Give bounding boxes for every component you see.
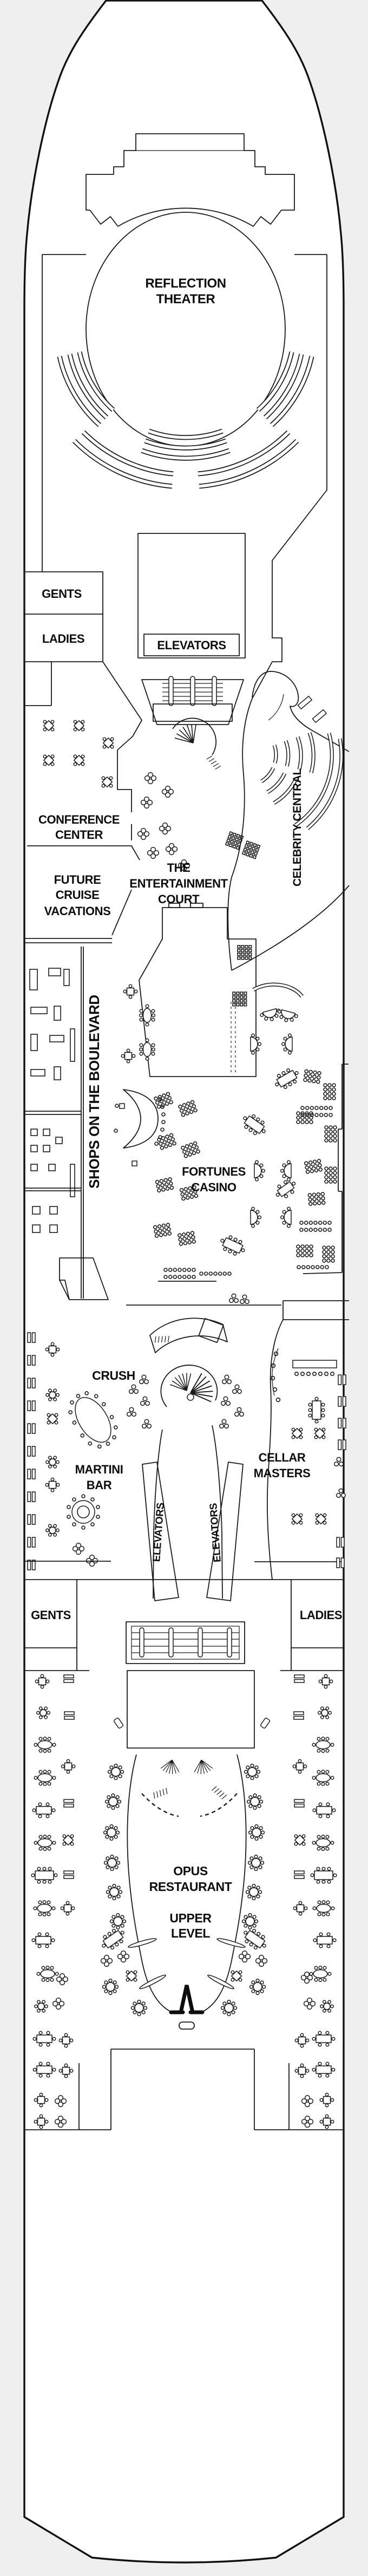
midship-restrooms: GENTS LADIES (24, 1579, 344, 1671)
opus-restaurant: OPUS RESTAURANT UPPER LEVEL (24, 1670, 344, 2130)
ladies-midship-label: LADIES (300, 1608, 342, 1622)
reflection-theater-label-line1: REFLECTION (145, 276, 226, 291)
fortunes-casino: FORTUNES CASINO (114, 982, 349, 1320)
celebrity-central: CELEBRITY CENTRAL (227, 671, 350, 971)
entertainment-court-label-line1: THE (167, 861, 190, 875)
martini-bar-label-line2: BAR (87, 1478, 112, 1492)
reflection-theater: REFLECTION THEATER (42, 133, 327, 699)
opus-label-line2: RESTAURANT (149, 1880, 232, 1894)
martini-bar-label-line1: MARTINI (75, 1463, 123, 1476)
entertainment-court-label-line3: COURT (158, 892, 200, 906)
cellar-masters: CELLAR MASTERS (254, 1319, 346, 1580)
opus-stage (127, 1670, 255, 1749)
gents-forward-label: GENTS (42, 587, 82, 601)
gents-midship-label: GENTS (31, 1608, 71, 1622)
future-cruise-vacations: FUTURE CRUISE VACATIONS (24, 873, 132, 943)
boulevard-kiosk (59, 1257, 109, 1300)
fortunes-casino-label-line1: FORTUNES (182, 1165, 246, 1178)
shops-label: SHOPS ON THE BOULEVARD (86, 995, 102, 1189)
forward-restrooms: GENTS LADIES (24, 571, 142, 751)
conference-center-label-line1: CONFERENCE (38, 813, 120, 826)
future-cruise-label-line2: CRUISE (56, 888, 100, 902)
forward-elevator-lobby: ELEVATORS (137, 533, 246, 771)
elevator-corridor-left (142, 1462, 179, 1601)
reflection-theater-label-line2: THEATER (156, 292, 215, 306)
opus-label-line3: UPPER (169, 1911, 212, 1925)
fortunes-casino-label-line2: CASINO (191, 1181, 236, 1194)
opus-label-line1: OPUS (173, 1864, 208, 1878)
elevators-forward-label: ELEVATORS (157, 638, 226, 652)
conference-center: CONFERENCE CENTER (27, 716, 140, 860)
celebrity-central-label: CELEBRITY CENTRAL (291, 768, 304, 886)
entertainment-court-label-line2: ENTERTAINMENT (129, 877, 228, 890)
galley-escalators (126, 1621, 245, 1664)
opus-label-line4: LEVEL (171, 1926, 210, 1940)
conference-center-label-line2: CENTER (55, 828, 103, 842)
future-cruise-label-line1: FUTURE (54, 873, 101, 886)
crush-label: CRUSH (92, 1368, 135, 1382)
boulevard-shop-block (139, 907, 257, 1077)
crush-martini-zone: CRUSH MARTINI BAR ELEVATORS ELEVATORS (24, 1318, 344, 1601)
cellar-masters-label-line2: MASTERS (254, 1466, 311, 1480)
cellar-masters-label-line1: CELLAR (259, 1451, 306, 1464)
theater-stage (86, 133, 295, 227)
entertainment-court: THE ENTERTAINMENT COURT (119, 772, 261, 1166)
future-cruise-label-line3: VACATIONS (44, 904, 111, 918)
shops-on-the-boulevard: SHOPS ON THE BOULEVARD (24, 947, 109, 1300)
ladies-forward-label: LADIES (42, 632, 84, 645)
elevator-corridor-right (206, 1462, 244, 1601)
